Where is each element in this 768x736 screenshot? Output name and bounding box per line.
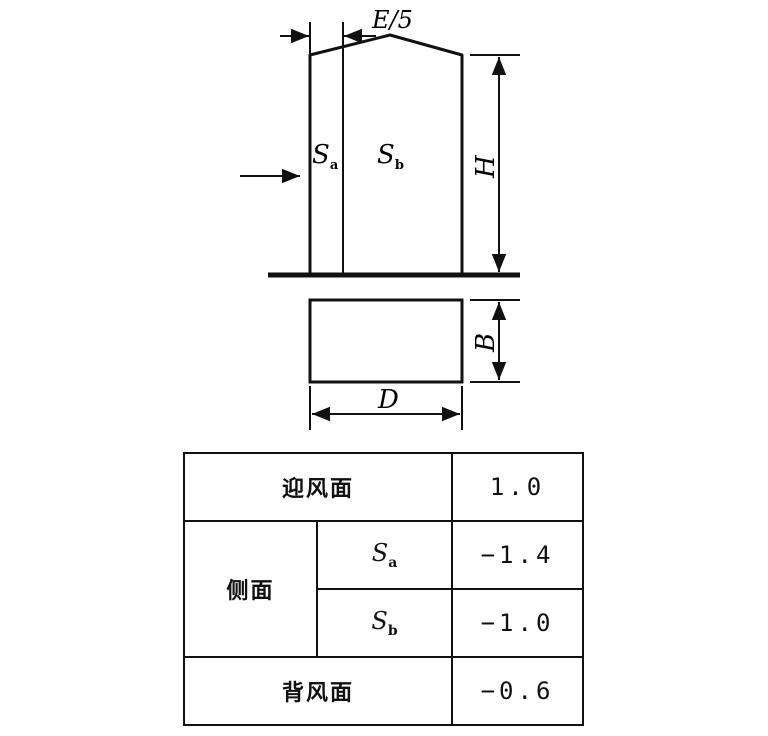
side-b-value: −1.0 (451, 588, 585, 658)
table-row-leeward: 背风面 −0.6 (182, 656, 585, 726)
height-label: H (471, 154, 501, 179)
depth-label: D (377, 385, 399, 415)
side-label: 侧面 (183, 520, 318, 658)
leeward-label: 背风面 (182, 656, 454, 726)
width-label: B (471, 333, 501, 353)
table-row-side-a: 侧面 Sa −1.4 (183, 520, 585, 658)
windward-label: 迎风面 (182, 452, 454, 522)
table-row-side-b: Sb −1.0 (184, 588, 585, 658)
table-row-windward: 迎风面 1.0 (182, 452, 585, 522)
side-a-symbol: Sa (315, 520, 454, 590)
eave-offset-label: E/5 (371, 6, 413, 34)
windward-value: 1.0 (451, 452, 585, 522)
side-b-symbol: Sb (315, 588, 454, 658)
wind-coefficient-table: 迎风面 1.0 侧面 Sa −1.4 Sb −1.0 背风面 −0.6 (182, 452, 585, 726)
leeward-value: −0.6 (451, 656, 585, 726)
zone-b-label: Sb (377, 140, 404, 173)
zone-a-label: Sa (312, 140, 339, 173)
building-outline (308, 33, 464, 275)
plan-view-rectangle (308, 298, 464, 384)
building-wind-diagram: E/5 Sa Sb H B D (240, 6, 520, 430)
side-a-value: −1.4 (451, 520, 585, 590)
